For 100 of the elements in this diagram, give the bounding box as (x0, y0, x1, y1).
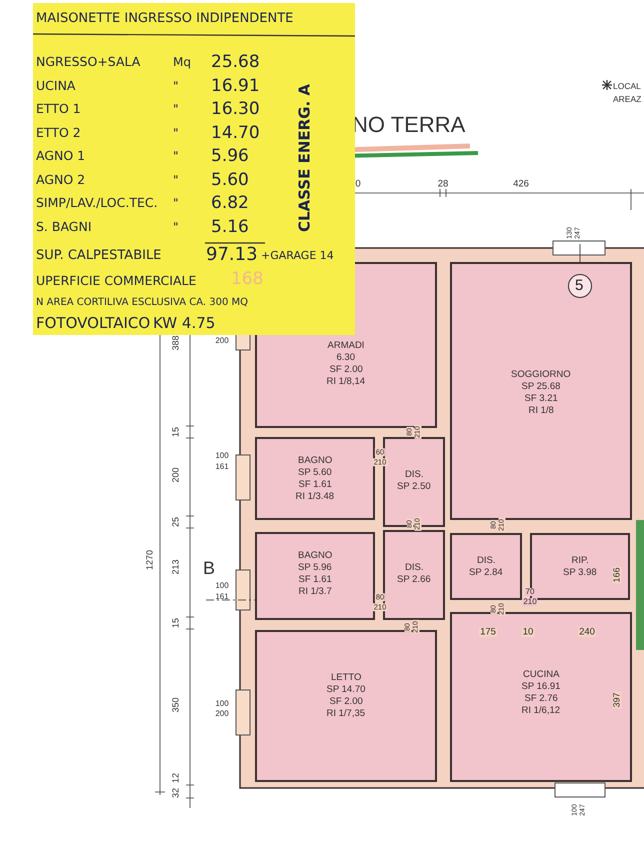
note-text: LOCAL (613, 82, 641, 90)
handwritten-text: 6.82 (211, 195, 249, 212)
dimension-label: 0 (355, 179, 361, 189)
dimension-label: 10 (522, 627, 534, 637)
room-name: SOGGIORNO (511, 369, 571, 381)
room-data: SF 2.76 (524, 693, 558, 705)
handwritten-text: AGNO 2 (36, 174, 86, 186)
handwritten-text: AGNO 1 (36, 150, 86, 162)
dimension-label: 397 (612, 691, 622, 709)
handwritten-text: 16.91 (211, 78, 260, 94)
dimension-label: 210 (522, 598, 538, 606)
dimension-label: 240 (578, 627, 596, 637)
room-name: ARMADI (328, 340, 364, 352)
dimension-label: 100 (215, 452, 229, 460)
room-name: DIS. (405, 469, 424, 481)
room-name: DIS. (405, 562, 424, 574)
room-data: RI 1/3.48 (296, 491, 334, 503)
handwritten-text: 16.30 (211, 101, 260, 118)
handwritten-text: " (173, 150, 179, 162)
sticky-note (33, 3, 355, 335)
handwritten-text: 25.68 (211, 54, 260, 71)
room-area (255, 532, 375, 620)
dimension-label: 28 (438, 179, 448, 189)
dimension-label: 200 (172, 467, 180, 483)
room-data: SP 5.60 (298, 467, 332, 479)
dimension-label: 426 (513, 179, 529, 189)
room-name: BAGNO (298, 455, 332, 467)
room-name: CUCINA (523, 669, 560, 681)
room-name: BAGNO (298, 550, 332, 562)
room-data: SF 2.00 (330, 364, 363, 376)
room-data: RI 1/8 (528, 405, 554, 417)
handwritten-text: " (173, 80, 179, 92)
handwritten-text: KW 4.75 (153, 316, 216, 331)
room-area (450, 262, 632, 520)
handwritten-text: " (173, 103, 179, 115)
handwritten-text: UPERFICIE COMMERCIALE (36, 275, 196, 288)
room-area (255, 437, 375, 520)
handwritten-text: UCINA (36, 80, 76, 92)
room-name: RIP. (572, 555, 589, 567)
dimension-label: 200 (215, 710, 229, 718)
room-data: SF 1.61 (298, 479, 332, 491)
room-data: SF 2.00 (330, 696, 363, 708)
dimension-label: 15 (172, 427, 180, 437)
dimension-label: 12 (172, 773, 180, 783)
handwritten-text: SUP. CALPESTABILE (36, 249, 162, 262)
handwritten-text: " (173, 174, 179, 186)
room-name: LETTO (331, 672, 362, 684)
handwritten-text: 5.60 (211, 172, 249, 188)
room-data: SF 1.61 (298, 574, 332, 586)
room-name: 5 (575, 278, 584, 294)
note-text: AREAZ (613, 94, 642, 104)
handwritten-text: 168 (231, 271, 264, 288)
room-data: SP 5.96 (298, 562, 332, 574)
room-data: SP 25.68 (522, 381, 560, 393)
handwritten-text: " (173, 220, 179, 232)
room-name: DIS. (477, 555, 496, 567)
handwritten-text: 14.70 (211, 124, 260, 142)
dimension-label: 166 (612, 566, 622, 584)
handwritten-text: 5.96 (211, 148, 249, 165)
dimension-label: 100 (215, 582, 229, 590)
handwritten-text: " (173, 197, 179, 209)
room-data: RI 1/7,35 (326, 708, 366, 720)
section-marker: 161 (215, 593, 229, 601)
dimension-label: 213 (172, 559, 180, 575)
handwritten-text: Mq (173, 56, 191, 68)
handwritten-text: " (173, 126, 179, 138)
room-data: SP 2.84 (469, 567, 503, 579)
handwritten-text: S. BAGNI (36, 220, 92, 233)
dimension-label: 70 (524, 588, 536, 596)
dimension-label: 25 (172, 517, 180, 527)
handwritten-text: NGRESSO+SALA (36, 56, 140, 68)
room-data: SP 2.50 (397, 481, 431, 493)
dimension-label: 1270 (146, 550, 154, 570)
handwritten-text: FOTOVOLTAICO (36, 316, 150, 331)
room-data: RI 1/6,12 (522, 705, 560, 717)
dimension-label: 161 (215, 463, 229, 471)
dimension-label: 350 (172, 697, 180, 713)
handwritten-text: CLASSE ENERG. A (298, 84, 312, 232)
room-data: RI 1/8,14 (326, 376, 366, 388)
room-data: RI 1/3.7 (298, 586, 332, 598)
dimension-label: 15 (172, 618, 180, 628)
handwritten-text: ETTO 2 (36, 126, 81, 139)
handwritten-text: +GARAGE 14 (261, 250, 334, 261)
dimension-label: 32 (172, 788, 180, 798)
handwritten-text: 97.13 (206, 246, 258, 264)
dimension-label: 200 (215, 337, 229, 345)
room-data: SP 3.98 (563, 567, 597, 579)
handwritten-text: SIMP/LAV./LOC.TEC. (36, 197, 158, 210)
callout-circle (568, 274, 592, 298)
room-area (450, 533, 522, 600)
handwritten-text: ETTO 1 (36, 103, 81, 116)
room-data: 6.30 (336, 352, 355, 364)
room-data: SP 2.66 (397, 574, 431, 586)
handwritten-text: MAISONETTE INGRESSO INDIPENDENTE (36, 12, 294, 25)
room-data: SP 16.91 (522, 681, 560, 693)
dimension-label: 175 (479, 627, 497, 637)
room-data: SF 3.21 (524, 393, 558, 405)
room-data: SP 14.70 (326, 684, 366, 696)
handwritten-text: N AREA CORTILIVA ESCLUSIVA CA. 300 MQ (36, 298, 248, 308)
dimension-label: B (203, 559, 215, 577)
